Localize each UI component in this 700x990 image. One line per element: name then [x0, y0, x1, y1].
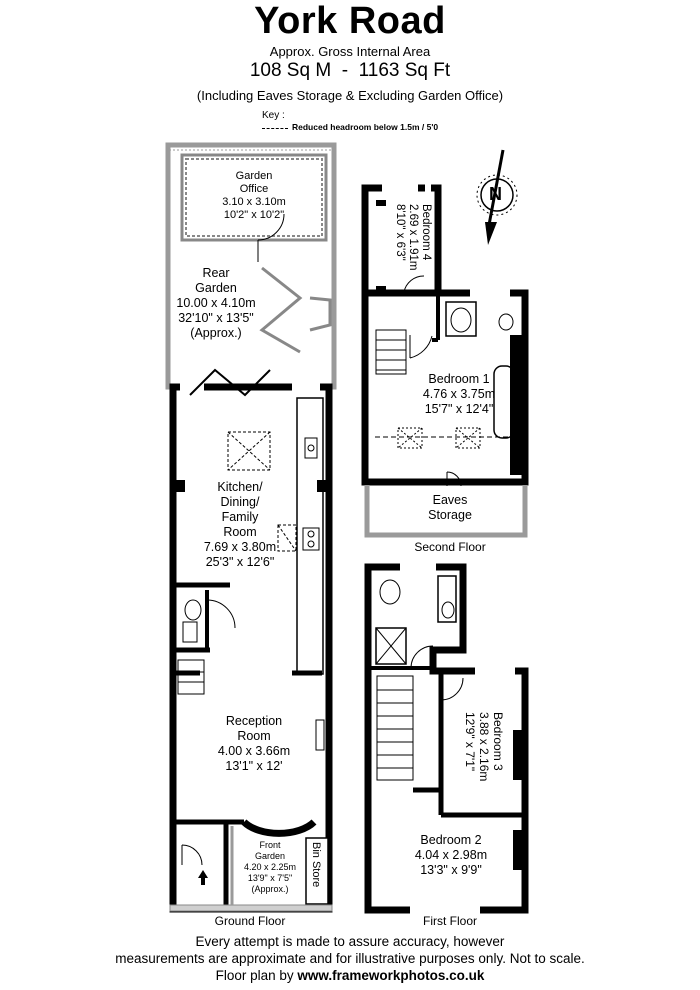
reception-imperial: 13'1" x 12' — [225, 759, 283, 773]
front-garden-name2: Garden — [254, 851, 286, 861]
bedroom1-imperial: 15'7" x 12'4" — [424, 402, 494, 416]
label-second-floor: Second Floor — [414, 540, 486, 554]
disclaimer: Every attempt is made to assure accuracy… — [0, 933, 700, 984]
rear-garden-name2: Garden — [195, 281, 237, 295]
ground-floor-plan — [165, 142, 337, 913]
reception-name2: Room — [237, 729, 271, 743]
room-garden-office: Garden Office 3.10 x 3.10m 10'2" x 10'2" — [190, 170, 318, 222]
room-kitchen: Kitchen/ Dining/ Family Room 7.69 x 3.80… — [190, 480, 290, 570]
area-separator: - — [341, 60, 349, 81]
bedroom1-metric: 4.76 x 3.75m — [422, 387, 496, 401]
bedroom3-metric: 3.88 x 2.16m — [477, 712, 491, 782]
room-front-garden: Front Garden 4.20 x 2.25m 13'9" x 7'5" (… — [234, 840, 306, 895]
disclaimer-line3: Floor plan by www.frameworkphotos.co.uk — [0, 967, 700, 984]
front-garden-name1: Front — [259, 840, 281, 850]
label-first-floor: First Floor — [423, 914, 477, 928]
bedroom4-imperial: 8'10" x 6'3" — [394, 204, 406, 261]
area-subtitle: Approx. Gross Internal Area — [269, 44, 431, 59]
garden-office-name1: Garden — [235, 170, 273, 182]
area-sqft: 1163 Sq Ft — [358, 60, 451, 81]
eaves-name2: Storage — [428, 508, 472, 522]
label-ground-floor: Ground Floor — [214, 914, 286, 928]
key-title: Key : — [262, 110, 285, 121]
area-figures: 108 Sq M - 1163 Sq Ft — [0, 60, 700, 82]
room-bedroom-2: Bedroom 2 4.04 x 2.98m 13'3" x 9'9" — [396, 833, 506, 878]
kitchen-name4: Room — [223, 525, 257, 539]
rear-garden-metric: 10.00 x 4.10m — [176, 296, 256, 310]
page-title: York Road — [254, 0, 446, 42]
bedroom4-metric: 2.69 x 1.91m — [407, 204, 419, 271]
compass-north-label: N — [489, 184, 502, 204]
bedroom1-name: Bedroom 1 — [428, 372, 490, 386]
rear-garden-name1: Rear — [202, 266, 230, 280]
rear-garden-approx: (Approx.) — [190, 326, 242, 340]
credit-website-link[interactable]: www.frameworkphotos.co.uk — [297, 968, 485, 983]
front-garden-metric: 4.20 x 2.25m — [243, 862, 297, 872]
bedroom2-imperial: 13'3" x 9'9" — [420, 863, 482, 877]
garden-office-imperial: 10'2" x 10'2" — [223, 209, 285, 221]
bedroom4-name: Bedroom 4 — [420, 204, 432, 261]
bedroom3-name: Bedroom 3 — [491, 712, 505, 771]
room-bedroom-3: Bedroom 3 3.88 x 2.16m 12'9" x 7'1" — [463, 712, 505, 781]
key-reduced-headroom: Reduced headroom below 1.5m / 5'0 — [292, 122, 439, 132]
kitchen-name3: Family — [221, 510, 259, 524]
kitchen-name2: Dining/ — [220, 495, 260, 509]
front-garden-approx: (Approx.) — [251, 884, 289, 894]
second-floor-plan — [361, 184, 529, 538]
bedroom3-imperial: 12'9" x 7'1" — [463, 712, 477, 772]
rear-garden-imperial: 32'10" x 13'5" — [178, 311, 254, 325]
credit-prefix: Floor plan by — [215, 968, 294, 983]
room-bedroom-4: Bedroom 4 2.69 x 1.91m 8'10" x 6'3" — [393, 204, 432, 270]
room-reception: Reception Room 4.00 x 3.66m 13'1" x 12' — [196, 714, 312, 774]
garden-office-metric: 3.10 x 3.10m — [222, 196, 286, 208]
bin-store-label: Bin Store — [310, 842, 322, 888]
disclaimer-line2: measurements are approximate and for ill… — [115, 951, 585, 966]
area-note: (Including Eaves Storage & Excluding Gar… — [196, 88, 504, 103]
bedroom2-name: Bedroom 2 — [420, 833, 482, 847]
key-dashed-line — [262, 128, 288, 129]
kitchen-imperial: 25'3" x 12'6" — [205, 555, 275, 569]
disclaimer-line1: Every attempt is made to assure accuracy… — [195, 934, 505, 949]
garden-office-walls — [180, 153, 328, 242]
garden-office-name2: Office — [239, 183, 269, 195]
bedroom2-metric: 4.04 x 2.98m — [414, 848, 488, 862]
area-sqm: 108 Sq M — [249, 60, 332, 81]
front-garden-imperial: 13'9" x 7'5" — [247, 873, 293, 883]
eaves-name1: Eaves — [432, 493, 468, 507]
first-floor-plan — [364, 563, 529, 914]
kitchen-name1: Kitchen/ — [217, 480, 263, 494]
room-rear-garden: Rear Garden 10.00 x 4.10m 32'10" x 13'5"… — [168, 266, 264, 341]
room-bedroom-1: Bedroom 1 4.76 x 3.75m 15'7" x 12'4" — [404, 372, 514, 417]
compass-icon — [476, 149, 518, 245]
reception-name1: Reception — [225, 714, 283, 728]
room-eaves-storage: Eaves Storage — [400, 493, 500, 523]
reception-metric: 4.00 x 3.66m — [217, 744, 291, 758]
kitchen-metric: 7.69 x 3.80m — [203, 540, 277, 554]
